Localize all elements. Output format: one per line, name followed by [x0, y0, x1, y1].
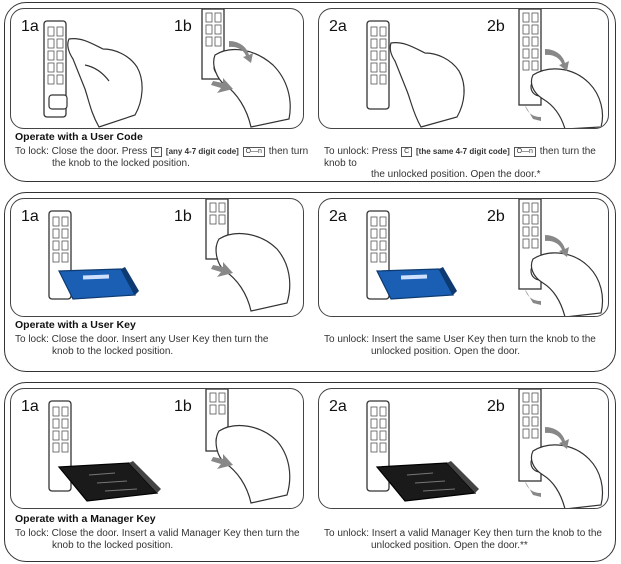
step-1a-label: 1a [21, 18, 39, 35]
user-code-unlock-illustration [366, 9, 604, 128]
user-key-lock-illustration [48, 199, 291, 312]
unlock-instructions: To unlock: Press C [the same 4-7 digit c… [324, 146, 616, 181]
keypad-icon [366, 400, 390, 492]
step-1b-label: 1b [174, 398, 192, 415]
unlock-line2: unlocked position. Open the door. [371, 345, 520, 357]
knob-turn-hand-icon [530, 252, 604, 316]
panel-lock-user-key: 1a 1b [10, 198, 304, 317]
panel-lock-user-code: 1a 1b [10, 8, 304, 129]
code-placeholder: [the same 4-7 digit code] [416, 147, 510, 156]
step-1b-label: 1b [174, 18, 192, 35]
section-user-key: 1a 1b [4, 192, 616, 372]
lock-instructions: To lock: Close the door. Insert any User… [15, 334, 310, 357]
step-2b-label: 2b [487, 398, 505, 415]
step-2b-label: 2b [487, 208, 505, 225]
unlock-line1: To unlock: Insert the same User Key then… [324, 334, 596, 345]
rotate-arrow-icon [525, 235, 569, 305]
manager-key-lock-illustration [48, 389, 291, 504]
panel-unlock-user-key: 2a 2b [318, 198, 609, 317]
step-2b-label: 2b [487, 18, 505, 35]
key-symbol-icon: O—n [513, 147, 536, 157]
manager-key-icon [57, 461, 161, 502]
manager-key-unlock-illustration [366, 389, 604, 508]
user-key-unlock-illustration [366, 199, 604, 316]
keypad-icon [366, 20, 390, 110]
rotate-arrow-icon [525, 427, 569, 497]
user-key-icon [58, 267, 139, 300]
section-manager-key: 1a 1b [4, 382, 616, 562]
panel-unlock-user-code: 2a 2b [318, 8, 609, 129]
unlock-suffix: then turn the knob to [324, 146, 596, 169]
finger-hand-icon [67, 38, 143, 128]
panel-lock-manager-key: 1a 1b [10, 388, 304, 509]
lock-prefix: To lock: Close the door. Press [15, 146, 148, 157]
unlock-instructions: To unlock: Insert a valid Manager Key th… [324, 528, 616, 551]
step-1a-label: 1a [21, 208, 39, 225]
step-2a-label: 2a [329, 398, 347, 415]
section-title: Operate with a Manager Key [15, 513, 156, 525]
lock-line2: the knob to the locked position. [52, 157, 190, 169]
unlock-line1: To unlock: Insert a valid Manager Key th… [324, 528, 602, 539]
panel-unlock-manager-key: 2a 2b [318, 388, 609, 509]
lock-instructions: To lock: Close the door. Insert a valid … [15, 528, 310, 551]
code-placeholder: [any 4-7 digit code] [165, 147, 239, 156]
knob-turn-hand-icon [530, 68, 604, 128]
section-title: Operate with a User Code [15, 131, 143, 143]
knob-turn-hand-icon [530, 444, 604, 508]
knob-turn-hand-icon [215, 424, 291, 504]
unlock-instructions: To unlock: Insert the same User Key then… [324, 334, 616, 357]
rotate-arrow-icon [525, 49, 569, 121]
unlock-line2: the unlocked position. Open the door.* [371, 169, 541, 180]
lock-line2: knob to the locked position. [52, 345, 174, 357]
user-code-lock-illustration [43, 9, 291, 128]
section-user-code: 1a 1b [4, 2, 616, 182]
step-2a-label: 2a [329, 208, 347, 225]
c-key-icon: C [151, 147, 163, 157]
keypad-icon [43, 20, 68, 118]
section-title: Operate with a User Key [15, 319, 136, 331]
step-1a-label: 1a [21, 398, 39, 415]
knob-turn-hand-icon [213, 48, 291, 128]
rotate-arrow-icon [211, 454, 233, 469]
unlock-line2: unlocked position. Open the door.** [371, 539, 528, 551]
lock-suffix: then turn [268, 146, 309, 157]
rotate-arrow-icon [211, 262, 233, 277]
key-symbol-icon: O—n [242, 147, 265, 157]
step-2a-label: 2a [329, 18, 347, 35]
rotate-arrow-icon [211, 41, 253, 93]
unlock-prefix: To unlock: Press [324, 146, 398, 157]
step-1b-label: 1b [174, 208, 192, 225]
lock-instructions: To lock: Close the door. Press C [any 4-… [15, 146, 310, 169]
lock-line1: To lock: Close the door. Insert any User… [15, 334, 269, 345]
lock-line2: knob to the locked position. [52, 539, 174, 551]
user-key-icon [376, 267, 457, 300]
manager-key-icon [375, 461, 479, 502]
finger-hand-icon [389, 42, 465, 128]
knob-turn-hand-icon [215, 232, 291, 312]
lock-line1: To lock: Close the door. Insert a valid … [15, 528, 300, 539]
c-key-icon: C [401, 147, 413, 157]
